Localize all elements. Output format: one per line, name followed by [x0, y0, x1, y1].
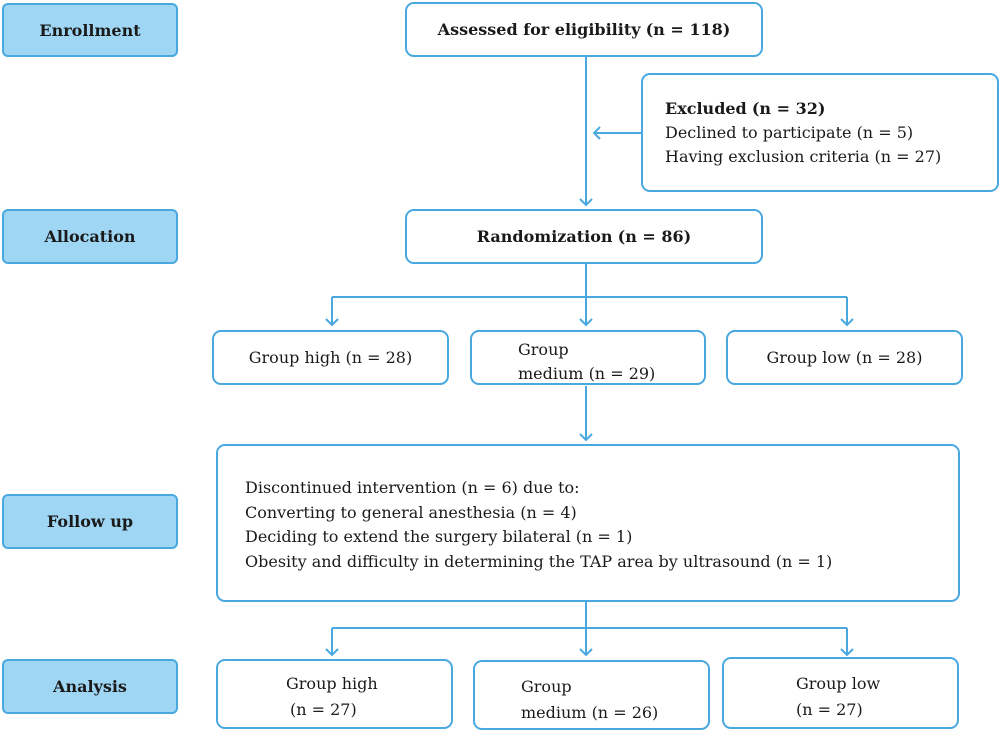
- excluded-declined: Declined to participate (n = 5): [665, 123, 914, 142]
- allocation-group-low: Group low (n = 28): [726, 330, 963, 385]
- allocation-group-medium: Group medium (n = 29): [470, 330, 706, 385]
- follow-up-discontinued: Discontinued intervention (n = 6) due to…: [245, 478, 580, 497]
- analysis-group-medium-line2: medium (n = 26): [521, 703, 659, 722]
- randomization-label: Randomization: [476, 227, 613, 246]
- randomization-count: (n = 86): [617, 227, 692, 246]
- assessed-count: (n = 118): [645, 20, 731, 39]
- stage-allocation: Allocation: [2, 209, 178, 264]
- stage-enrollment: Enrollment: [2, 3, 178, 57]
- follow-up-bilateral: Deciding to extend the surgery bilateral…: [245, 527, 633, 546]
- analysis-group-medium: Group medium (n = 26): [473, 660, 710, 730]
- allocation-group-low-label: Group low (n = 28): [766, 348, 923, 367]
- follow-up-box: Discontinued intervention (n = 6) due to…: [216, 444, 960, 602]
- randomization-box: Randomization (n = 86): [405, 209, 763, 264]
- analysis-group-low-line1: Group low: [796, 674, 881, 693]
- excluded-criteria: Having exclusion criteria (n = 27): [665, 147, 942, 166]
- analysis-group-medium-line1: Group: [521, 677, 572, 696]
- assessed-label: Assessed for eligibility: [437, 20, 641, 39]
- excluded-box: Excluded (n = 32) Declined to participat…: [641, 73, 999, 192]
- allocation-group-high: Group high (n = 28): [212, 330, 449, 385]
- stage-follow-up: Follow up: [2, 494, 178, 549]
- assessed-box: Assessed for eligibility (n = 118): [405, 2, 763, 57]
- follow-up-obesity: Obesity and difficulty in determining th…: [245, 551, 833, 571]
- analysis-group-high: Group high (n = 27): [216, 659, 453, 729]
- allocation-group-medium-line2: medium (n = 29): [518, 364, 656, 383]
- analysis-group-high-line1: Group high: [286, 674, 378, 693]
- excluded-count: (n = 32): [751, 99, 826, 118]
- stage-analysis: Analysis: [2, 659, 178, 714]
- excluded-title: Excluded: [665, 99, 747, 118]
- allocation-group-high-label: Group high (n = 28): [248, 348, 413, 367]
- analysis-group-high-line2: (n = 27): [290, 700, 357, 719]
- allocation-group-medium-line1: Group: [518, 340, 569, 359]
- analysis-group-low: Group low (n = 27): [722, 657, 959, 729]
- analysis-group-low-line2: (n = 27): [796, 700, 863, 719]
- follow-up-converting: Converting to general anesthesia (n = 4): [245, 502, 577, 522]
